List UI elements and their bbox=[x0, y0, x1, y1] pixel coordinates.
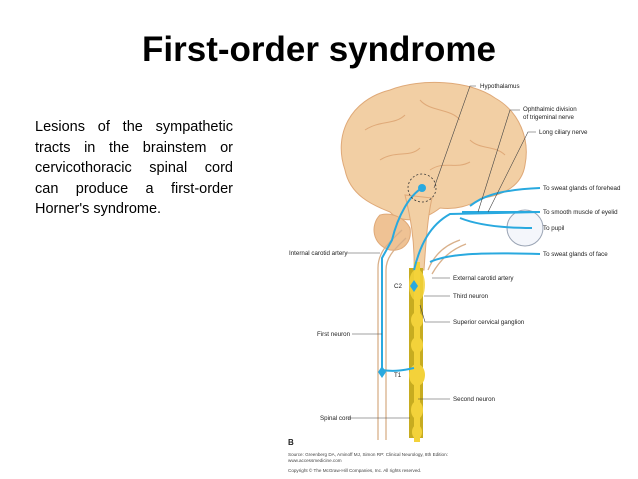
cerebrum-folds bbox=[364, 99, 506, 171]
first-neuron-path bbox=[381, 187, 423, 370]
label-smooth-muscle: To smooth muscle of eyelid bbox=[543, 209, 618, 216]
internal-carotid-artery bbox=[377, 229, 407, 440]
source-line-2: www.accessmedicine.com bbox=[288, 458, 342, 463]
cerebellum bbox=[373, 213, 411, 251]
label-c2: C2 bbox=[394, 283, 402, 290]
forehead-branch bbox=[469, 187, 541, 207]
label-t1: T1 bbox=[394, 372, 402, 379]
slide-description: Lesions of the sympathetic tracts in the… bbox=[35, 119, 233, 217]
label-first-neuron: First neuron bbox=[317, 331, 351, 338]
label-second-neuron: Second neuron bbox=[453, 396, 496, 403]
label-hypothalamus: Hypothalamus bbox=[480, 83, 520, 90]
panel-letter: B bbox=[288, 438, 294, 447]
brainstem bbox=[404, 194, 433, 271]
chain-ganglia bbox=[409, 312, 425, 439]
label-external-carotid: External carotid artery bbox=[453, 275, 514, 282]
source-line-3: Copyright © The McGraw-Hill Companies, I… bbox=[288, 467, 421, 473]
label-superior-ganglion: Superior cervical ganglion bbox=[453, 319, 525, 326]
label-sweat-face: To sweat glands of face bbox=[543, 251, 608, 258]
label-spinal-cord: Spinal cord bbox=[320, 415, 352, 422]
label-long-ciliary: Long ciliary nerve bbox=[539, 129, 588, 136]
label-third-neuron: Third neuron bbox=[453, 293, 489, 300]
label-ophthalmic-1: Ophthalmic division bbox=[523, 106, 577, 113]
third-neuron-path bbox=[413, 211, 541, 271]
t1-neuron-marker bbox=[378, 366, 386, 378]
neuron-pathways bbox=[381, 187, 541, 372]
pupil-branch bbox=[459, 217, 533, 229]
second-neuron-path bbox=[381, 367, 415, 372]
hypothalamus-neuron bbox=[418, 184, 426, 192]
label-pupil: To pupil bbox=[543, 225, 564, 232]
label-internal-carotid: Internal carotid artery bbox=[289, 250, 348, 257]
label-sweat-forehead: To sweat glands of forehead bbox=[543, 185, 621, 192]
face-branch bbox=[429, 252, 541, 263]
ganglion-synapse bbox=[410, 280, 418, 292]
external-carotid-artery bbox=[427, 239, 467, 275]
hypothalamus-dashed bbox=[407, 173, 437, 203]
source-line-1: Source: Greenberg DA, Aminoff MJ, Simon … bbox=[288, 452, 448, 457]
leader-lines bbox=[347, 85, 536, 419]
slide-title: First-order syndrome bbox=[142, 30, 496, 69]
label-ophthalmic-2: of trigeminal nerve bbox=[523, 114, 574, 121]
